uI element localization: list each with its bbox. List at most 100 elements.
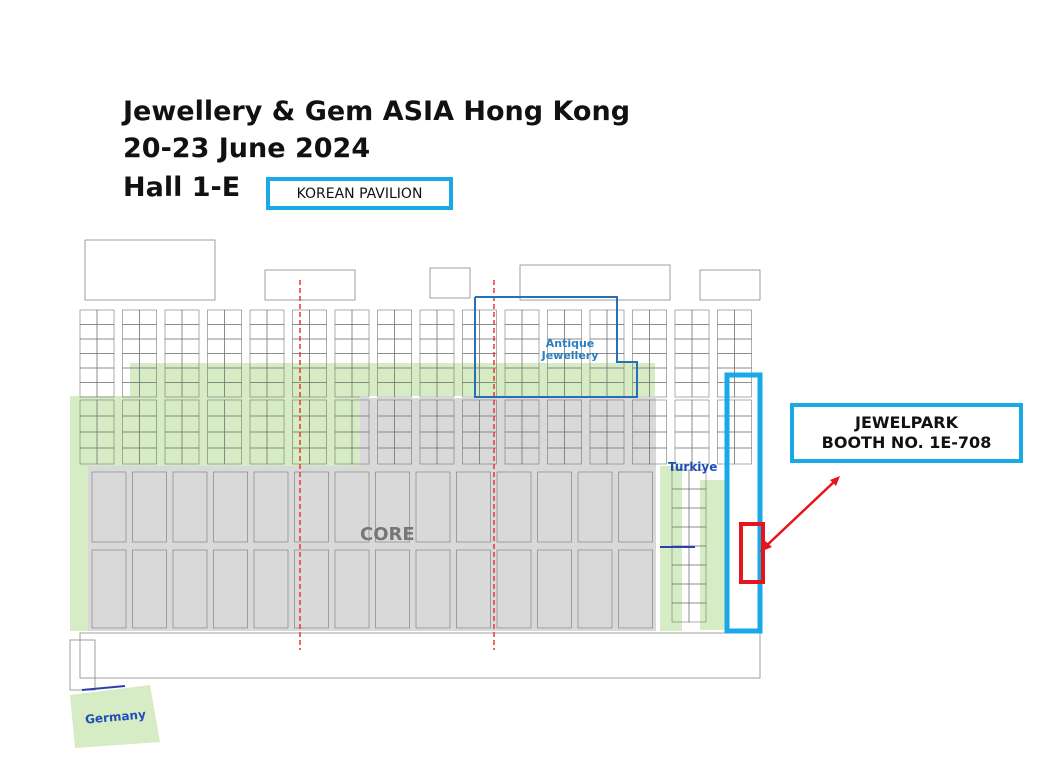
booth: [181, 338, 200, 354]
booth: [96, 367, 115, 383]
korean-pavilion-label: KOREAN PAVILION: [296, 185, 423, 202]
booth: [419, 324, 438, 340]
booth: [577, 549, 613, 629]
booth: [496, 471, 532, 543]
antique-jewellery-label: Antique Jewellery: [541, 337, 599, 362]
booth: [294, 471, 329, 543]
core-label: CORE: [360, 524, 415, 545]
booth: [351, 324, 370, 340]
booth: [674, 382, 693, 398]
booth: [674, 309, 693, 325]
booth: [375, 471, 410, 543]
booth: [717, 353, 735, 369]
booth: [691, 382, 710, 398]
booth: [224, 447, 242, 465]
booth: [436, 338, 455, 354]
arrow-tail-icon: [830, 476, 840, 486]
booth: [266, 338, 285, 354]
booth: [462, 324, 480, 340]
booth: [674, 431, 693, 449]
booth: [674, 338, 693, 354]
booth: [351, 309, 370, 325]
booth: [436, 447, 455, 465]
booth: [96, 382, 115, 398]
booth: [691, 399, 710, 417]
booth: [249, 324, 268, 340]
booth: [292, 324, 310, 340]
booth: [456, 471, 491, 543]
booth: [618, 471, 653, 543]
booth: [224, 309, 242, 325]
booth: [375, 549, 410, 629]
booth: [691, 367, 710, 383]
booth: [649, 338, 667, 354]
booth: [504, 309, 523, 325]
booth: [249, 338, 268, 354]
booth: [139, 324, 157, 340]
callout-arrow: [763, 479, 837, 549]
green-zone-left: [70, 396, 360, 466]
booth: [496, 549, 532, 629]
booth: [96, 338, 115, 354]
booth: [292, 309, 310, 325]
booth: [207, 338, 225, 354]
booth: [691, 353, 710, 369]
booth: [394, 309, 412, 325]
booth: [122, 324, 140, 340]
booth: [309, 324, 327, 340]
booth: [734, 399, 752, 417]
booth: [79, 382, 98, 398]
booth: [79, 309, 98, 325]
booth: [351, 447, 370, 465]
booth: [351, 382, 370, 398]
booth: [253, 471, 289, 543]
booth: [213, 471, 248, 543]
booth: [334, 324, 353, 340]
booth: [649, 382, 667, 398]
booth: [589, 309, 608, 325]
booth: [164, 338, 183, 354]
booth: [79, 338, 98, 354]
booth: [734, 309, 752, 325]
booth: [504, 324, 523, 340]
booth: [96, 447, 115, 465]
booth: [479, 447, 497, 465]
booth: [734, 353, 752, 369]
jewelpark-callout: JEWELPARK BOOTH NO. 1E-708: [790, 403, 1023, 463]
booth: [537, 471, 572, 543]
booth: [456, 549, 491, 629]
booth: [139, 382, 157, 398]
booth: [521, 338, 540, 354]
booth: [674, 353, 693, 369]
booth: [96, 324, 115, 340]
booth: [309, 309, 327, 325]
booth: [674, 367, 693, 383]
booth: [172, 471, 208, 543]
booth: [618, 549, 653, 629]
booth: [96, 309, 115, 325]
booth: [394, 382, 412, 398]
booth: [734, 338, 752, 354]
booth: [632, 324, 650, 340]
booth: [691, 324, 710, 340]
booth: [139, 447, 157, 465]
booth: [377, 324, 395, 340]
booth: [606, 447, 625, 465]
booth: [266, 382, 285, 398]
booth: [394, 324, 412, 340]
booth: [207, 309, 225, 325]
green-zone-right: [700, 480, 725, 630]
booth: [132, 549, 167, 629]
booth: [734, 382, 752, 398]
green-zone-top: [130, 363, 655, 396]
booth: [734, 324, 752, 340]
booth: [309, 382, 327, 398]
booth: [394, 338, 412, 354]
booth: [164, 309, 183, 325]
jewelpark-booth-highlight: [739, 522, 765, 584]
booth: [292, 338, 310, 354]
booth: [334, 338, 353, 354]
booth: [734, 447, 752, 465]
booth: [164, 324, 183, 340]
